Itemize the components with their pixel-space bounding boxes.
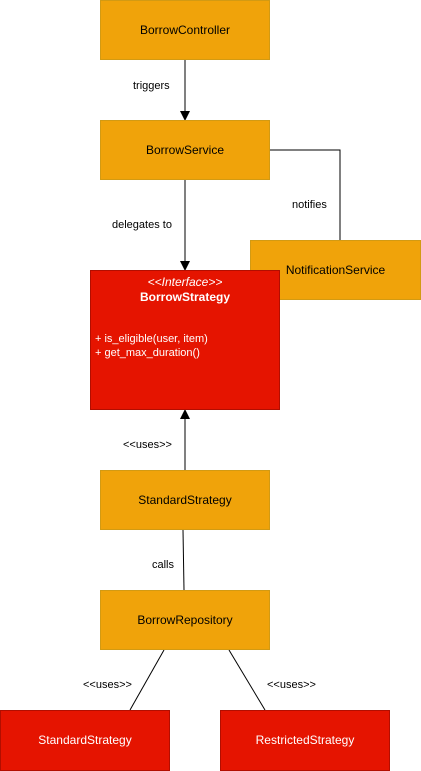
interface-title: BorrowStrategy <box>139 290 231 304</box>
borrow-repository-label: BorrowRepository <box>137 612 233 627</box>
standard-strategy-bottom-label: StandardStrategy <box>38 733 132 748</box>
connector-notifies <box>270 149 341 240</box>
notification-service-label: NotificationService <box>285 262 386 277</box>
restricted-strategy-node[interactable]: RestrictedStrategy <box>220 710 390 771</box>
borrow-service-label: BorrowService <box>145 142 225 157</box>
connector-uses-right <box>228 649 266 711</box>
edge-label-calls: calls <box>152 559 175 571</box>
borrow-service-node[interactable]: BorrowService <box>100 120 270 180</box>
edge-label-notifies: notifies <box>292 199 327 211</box>
borrow-controller-label: BorrowController <box>139 22 231 37</box>
edge-label-uses-right: <<uses>> <box>267 679 316 691</box>
borrow-controller-node[interactable]: BorrowController <box>100 0 270 60</box>
edge-label-triggers: triggers <box>133 80 170 92</box>
edge-label-delegates-to: delegates to <box>112 219 172 231</box>
connector-calls <box>182 529 185 591</box>
interface-header: <<Interface>> BorrowStrategy <box>91 271 279 323</box>
restricted-strategy-label: RestrictedStrategy <box>255 733 355 748</box>
borrow-strategy-interface[interactable]: <<Interface>> BorrowStrategy + is_eligib… <box>90 270 280 410</box>
interface-stereotype: <<Interface>> <box>147 275 223 289</box>
edge-label-uses-interface: <<uses>> <box>123 439 172 451</box>
standard-strategy-node[interactable]: StandardStrategy <box>100 470 270 530</box>
standard-strategy-bottom-node[interactable]: StandardStrategy <box>0 710 170 771</box>
standard-strategy-label: StandardStrategy <box>138 492 232 507</box>
method-is-eligible: + is_eligible(user, item) <box>95 333 208 345</box>
interface-methods: + is_eligible(user, item) + get_max_dura… <box>95 332 275 360</box>
connector-uses-left <box>129 649 165 711</box>
borrow-repository-node[interactable]: BorrowRepository <box>100 590 270 650</box>
edge-label-uses-left: <<uses>> <box>83 679 132 691</box>
method-get-max-duration: + get_max_duration() <box>95 347 200 359</box>
